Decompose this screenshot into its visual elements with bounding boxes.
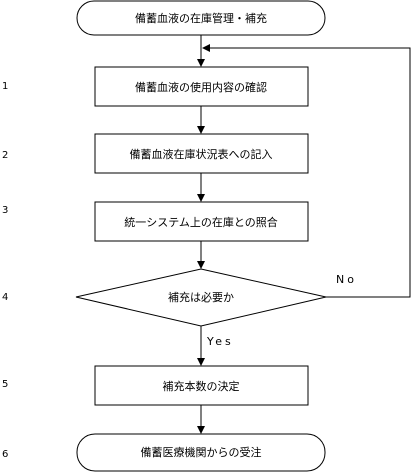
- process-label-step-3: 統一システム上の在庫との照合: [124, 215, 278, 229]
- step-number-1: 1: [2, 81, 8, 92]
- process-box-step-1: 備蓄血液の使用内容の確認: [94, 66, 309, 107]
- branch-label-yes: Yes: [206, 335, 234, 348]
- branch-label-no: No: [336, 273, 357, 286]
- process-box-step-2: 備蓄血液在庫状況表への記入: [94, 133, 309, 174]
- step-number-4: 4: [2, 292, 8, 303]
- process-box-step-3: 統一システム上の在庫との照合: [94, 201, 309, 242]
- process-box-step-5: 補充本数の決定: [94, 365, 309, 406]
- process-label-step-5: 補充本数の決定: [163, 379, 240, 393]
- decision-label-step-4: 補充は必要か: [168, 290, 234, 304]
- step-number-3: 3: [2, 205, 8, 216]
- start-terminal: 備蓄血液の在庫管理・補充: [76, 0, 326, 36]
- decision-diamond-step-4: 補充は必要か: [75, 268, 327, 327]
- end-terminal-step-6: 備蓄医療機関からの受注: [76, 433, 326, 472]
- process-label-step-1: 備蓄血液の使用内容の確認: [135, 80, 267, 94]
- end-terminal-label: 備蓄医療機関からの受注: [141, 445, 262, 459]
- step-number-6: 6: [2, 449, 8, 460]
- start-terminal-label: 備蓄血液の在庫管理・補充: [135, 11, 267, 25]
- connector-no-loop: [202, 44, 411, 298]
- step-number-5: 5: [2, 379, 8, 390]
- step-number-2: 2: [2, 150, 8, 161]
- process-label-step-2: 備蓄血液在庫状況表への記入: [130, 147, 273, 161]
